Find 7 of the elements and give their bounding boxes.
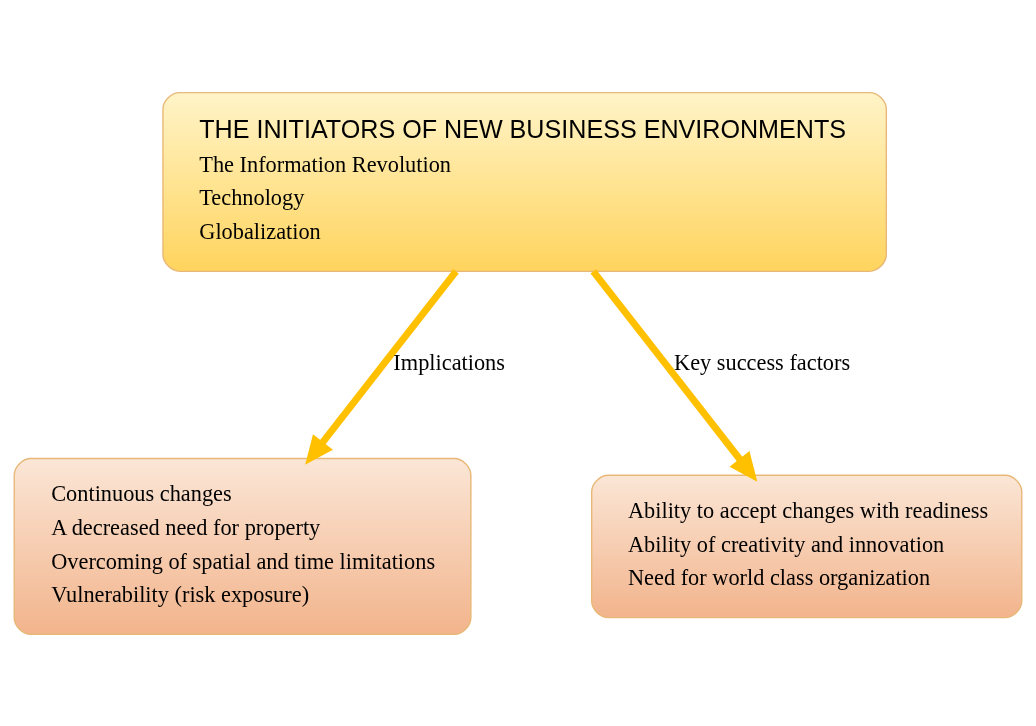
node-box: Ability to accept changes with readiness Ability of creativity and innovation Need for world class organization [590, 474, 1023, 618]
node-box: Continuous changes A decreased need for property Overcoming of spatial and time limitations Vulnerability (risk exposure) [13, 457, 472, 635]
arrow [590, 268, 758, 482]
edge-label: Key success factors [674, 349, 851, 375]
node-box: THE INITIATORS OF NEW BUSINESS ENVIRONMENTS The Information Revolution Technology Globalization [162, 91, 888, 272]
arrow [305, 268, 459, 465]
edge-label: Implications [393, 349, 505, 375]
